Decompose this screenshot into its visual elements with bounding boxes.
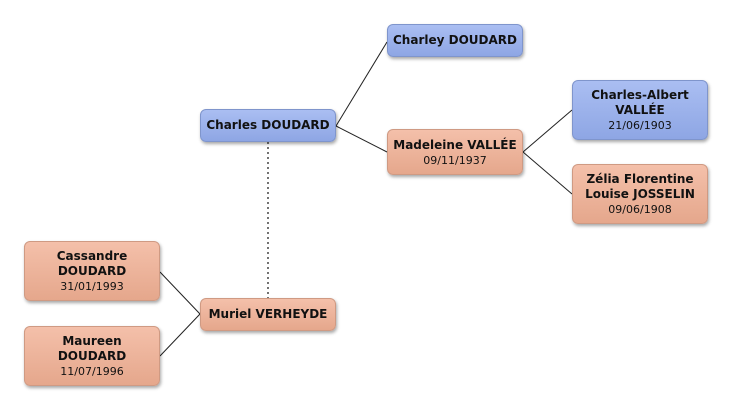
person-birth-date: 09/11/1937: [423, 153, 487, 167]
person-name-line-1: Maureen: [62, 334, 122, 348]
connector-charles-charley: [335, 41, 388, 127]
connector-cassandre-muriel: [159, 271, 201, 315]
connector-madeleine-charles-albert: [522, 109, 573, 153]
person-name-line-2: Louise JOSSELIN: [585, 187, 695, 201]
person-birth-date: 31/01/1993: [60, 280, 124, 293]
person-node-muriel-verheyde[interactable]: Muriel VERHEYDE: [200, 298, 336, 331]
connector-charles-madeleine: [335, 125, 388, 153]
person-name-line-2: DOUDARD: [57, 349, 127, 363]
person-name-line-2: VALLÉE: [615, 103, 665, 117]
person-node-cassandre-doudard[interactable]: Cassandre DOUDARD 31/01/1993: [24, 241, 160, 301]
person-name-line-2: DOUDARD: [57, 264, 127, 278]
person-name: Charley DOUDARD: [393, 33, 517, 47]
person-node-maureen-doudard[interactable]: Maureen DOUDARD 11/07/1996: [24, 326, 160, 386]
person-birth-date: 09/06/1908: [608, 203, 672, 216]
person-birth-date: 21/06/1903: [608, 119, 672, 132]
connector-madeleine-zelia: [522, 151, 573, 195]
person-node-charley-doudard[interactable]: Charley DOUDARD: [387, 24, 523, 57]
person-node-charles-doudard[interactable]: Charles DOUDARD: [200, 109, 336, 142]
person-birth-date: 11/07/1996: [60, 365, 124, 378]
person-node-madeleine-vallee[interactable]: Madeleine VALLÉE 09/11/1937: [387, 129, 523, 175]
person-node-zelia-josselin[interactable]: Zélia Florentine Louise JOSSELIN 09/06/1…: [572, 164, 708, 224]
person-name: Charles DOUDARD: [206, 118, 330, 132]
person-name-line-1: Charles-Albert: [591, 88, 689, 102]
person-name-line-1: Zélia Florentine: [586, 172, 694, 186]
person-node-charles-albert-vallee[interactable]: Charles-Albert VALLÉE 21/06/1903: [572, 80, 708, 140]
person-name-line-1: Cassandre: [56, 249, 128, 263]
person-name: Madeleine VALLÉE: [393, 137, 517, 152]
connector-maureen-muriel: [159, 313, 201, 357]
person-name: Muriel VERHEYDE: [208, 307, 328, 321]
